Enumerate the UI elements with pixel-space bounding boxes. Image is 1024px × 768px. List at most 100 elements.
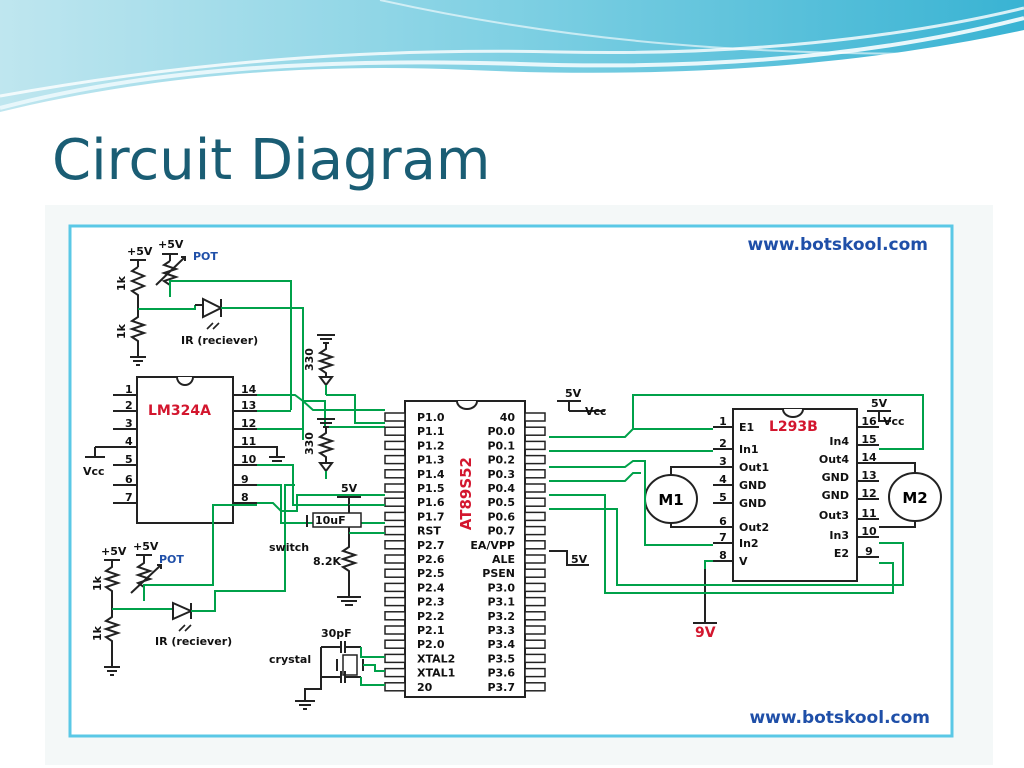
- label-5v-c: +5V: [101, 545, 127, 558]
- at89-left-pin-label: P2.4: [417, 581, 445, 594]
- l293-right-pin-label: Out4: [819, 453, 849, 466]
- label-330-a: 330: [303, 348, 316, 371]
- lm-pin-9: 9: [241, 473, 249, 486]
- at89-right-pin-label: ALE: [492, 553, 515, 566]
- at89-right-pin: [524, 497, 546, 507]
- at89-left-pin-label: P2.6: [417, 553, 445, 566]
- l293-right-pin-number: 13: [861, 469, 876, 482]
- at89-right-pin-label: P0.7: [487, 525, 515, 538]
- motor-m1: M1: [644, 474, 698, 524]
- label-vcc-lm: Vcc: [83, 465, 105, 478]
- label-1k-a: 1k: [115, 275, 128, 291]
- crystal-circuit: 30pF crystal: [269, 627, 385, 710]
- reset-circuit: 5V 10uF switch 8.2K: [269, 482, 385, 606]
- at89-left-pin-label: RST: [417, 525, 441, 538]
- label-10uf: 10uF: [315, 514, 346, 527]
- at89-left-pin-label: 20: [417, 681, 433, 694]
- l293-left-pin-label: V: [739, 555, 748, 568]
- at89-left-pin-label: P2.2: [417, 610, 445, 623]
- resistor-330-mid: 330: [303, 418, 336, 479]
- at89-right-pin-label: P0.6: [487, 510, 515, 523]
- at89-right-pin: [524, 525, 546, 536]
- at89-left-pin: [384, 653, 406, 664]
- lm-pin-13: 13: [241, 399, 256, 412]
- l293-left-pin-number: 1: [719, 415, 727, 428]
- at89-left-pin: [384, 568, 406, 578]
- motor-m2: M2: [888, 472, 942, 522]
- l293-right-pin-label: E2: [834, 547, 849, 560]
- l293-right-pin-label: GND: [822, 471, 849, 484]
- at89-right-pin-label: P0.3: [487, 468, 515, 481]
- at89-right-pin: [524, 454, 546, 465]
- at89-right-pin-label: P3.7: [487, 681, 515, 694]
- label-vcc-at89: Vcc: [585, 405, 607, 418]
- at89-left-pin: [384, 682, 406, 692]
- l293-right-pin-label: Out3: [819, 509, 849, 522]
- l293-right-pin-number: 12: [861, 487, 876, 500]
- l293-left-pin-label: In1: [739, 443, 759, 456]
- at89-right-pin-label: EA/VPP: [470, 539, 515, 552]
- lm-pin-14: 14: [241, 383, 257, 396]
- label-ir-top: IR (reciever): [181, 334, 258, 347]
- label-8-2k: 8.2K: [313, 555, 341, 568]
- at89-right-pin: [524, 440, 546, 451]
- at89-right-pin: [524, 554, 546, 564]
- at89-right-pin: [524, 596, 546, 607]
- at89-left-pin: [384, 412, 406, 422]
- at89-left-pin: [384, 639, 406, 649]
- at89-right-pin: [524, 483, 546, 493]
- label-30pf: 30pF: [321, 627, 352, 640]
- lm324-chip: LM324A 1 2 3 4 5 6 7 14 13 12 11 10 9 8 …: [83, 376, 285, 524]
- l293-name: L293B: [769, 419, 818, 435]
- resistor-330-top: 330: [303, 334, 336, 395]
- l293-right-pin-number: 9: [865, 545, 873, 558]
- l293-right-pin-label: GND: [822, 489, 849, 502]
- at89-right-pin: [524, 511, 546, 522]
- l293-right-pin-number: 11: [861, 507, 876, 520]
- at89-left-pin-label: P2.3: [417, 596, 445, 609]
- l293-left-pin-label: In2: [739, 537, 759, 550]
- at89-left-pin-label: P2.1: [417, 624, 445, 637]
- watermark-top: www.botskool.com: [747, 235, 928, 255]
- at89-left-pin: [384, 525, 406, 536]
- lm-pin-1: 1: [125, 383, 133, 396]
- l293-left-pin-label: E1: [739, 421, 754, 434]
- label-5v-ea: 5V: [571, 553, 588, 566]
- at89-right-pin: [524, 653, 546, 664]
- label-1k-c: 1k: [91, 575, 104, 591]
- at89-right-pin: [524, 582, 546, 593]
- bottom-sensor-circuit: +5V +5V POT 1k 1k IR (reciever): [91, 484, 295, 676]
- at89-right-pin-label: P3.4: [487, 638, 515, 651]
- at89-right-pin-label: P0.5: [487, 496, 515, 509]
- at89-left-pin-label: P1.2: [417, 439, 445, 452]
- at89-left-pin-label: P1.1: [417, 425, 445, 438]
- lm-pin-6: 6: [125, 473, 133, 486]
- l293-left-pin-label: GND: [739, 479, 766, 492]
- lm-pin-10: 10: [241, 453, 257, 466]
- at89-right-pin: [524, 667, 546, 678]
- at89-left-pin: [384, 596, 406, 607]
- at89-right-pin-label: P0.2: [487, 454, 515, 467]
- l293-right-pin-number: 10: [861, 525, 877, 538]
- lm-pin-7: 7: [125, 491, 133, 504]
- label-5v-l293: 5V: [871, 397, 888, 410]
- at89-right-pin: [524, 611, 546, 621]
- at89-right-pin-label: PSEN: [482, 567, 515, 580]
- lm-pin-2: 2: [125, 399, 133, 412]
- label-9v: 9V: [695, 625, 716, 641]
- circuit-diagram: www.botskool.com www.botskool.com +5V +5…: [68, 224, 954, 738]
- header-wave-decoration: [0, 0, 1024, 112]
- at89-left-pin: [384, 426, 406, 436]
- at89-left-pin: [384, 582, 406, 593]
- l293-left-pin-number: 2: [719, 437, 727, 450]
- l293-right-pin-number: 14: [861, 451, 877, 464]
- l293-right-pin-number: 15: [861, 433, 876, 446]
- at89-left-pin: [384, 497, 406, 507]
- label-1k-d: 1k: [91, 625, 104, 641]
- label-switch: switch: [269, 541, 309, 554]
- label-crystal: crystal: [269, 653, 311, 666]
- at89-right-pin-label: P3.0: [487, 581, 515, 594]
- lm-pin-5: 5: [125, 453, 133, 466]
- at89-left-pin-label: XTAL2: [417, 652, 455, 665]
- at89-right-pin-label: P3.5: [487, 652, 515, 665]
